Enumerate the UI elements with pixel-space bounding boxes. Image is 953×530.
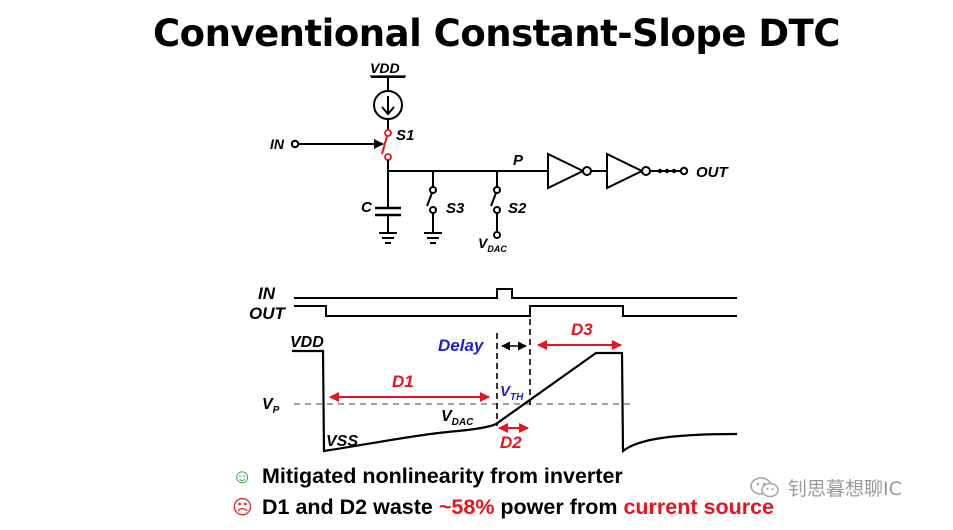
bullet-drawback-percent: ~58%: [438, 495, 495, 519]
d1-label: D1: [392, 372, 414, 391]
ellipsis-dots: [657, 168, 677, 174]
wechat-icon: [750, 476, 780, 500]
in-terminal: [290, 139, 300, 149]
label-in: IN: [270, 136, 285, 152]
ground-icon: [379, 232, 397, 244]
label-s3: S3: [446, 200, 465, 217]
bullet-drawback-source: current source: [623, 495, 775, 519]
out-waveform: [294, 305, 737, 317]
label-out: OUT: [696, 164, 730, 181]
bullet-drawback-text-2: power from: [494, 495, 624, 519]
switch-s1-icon: [381, 129, 392, 161]
label-s2: S2: [508, 200, 527, 217]
switch-s3-icon: [426, 186, 437, 214]
ground-icon: [424, 232, 442, 244]
wave-label-vss: VSS: [326, 433, 358, 450]
in-waveform: [294, 288, 737, 299]
smile-face-icon: ☺: [232, 466, 253, 488]
watermark: 钊思暮想聊IC: [750, 474, 902, 501]
node-p-waveform: [292, 349, 738, 454]
bullet-drawback-text-1: D1 and D2 waste: [262, 495, 439, 519]
d3-label: D3: [571, 320, 593, 339]
wave-label-vdd: VDD: [290, 334, 324, 351]
watermark-text: 钊思暮想聊IC: [788, 478, 902, 500]
wave-label-out: OUT: [249, 304, 287, 323]
switch-s2-icon: [490, 186, 501, 214]
wave-label-in: IN: [258, 284, 276, 303]
inverter-2-icon: [606, 152, 651, 190]
slide-title: Conventional Constant-Slope DTC: [153, 12, 840, 55]
wave-label-vth: VTH: [500, 383, 524, 403]
label-s1: S1: [396, 127, 414, 144]
wave-label-vdac: VDAC: [441, 408, 474, 428]
label-vdd: VDD: [370, 60, 400, 76]
out-terminal: [679, 166, 689, 176]
vdac-terminal: [493, 231, 501, 239]
inverter-1-icon: [547, 152, 592, 190]
label-vdac-schematic: VDAC: [478, 235, 507, 254]
delay-label: Delay: [438, 336, 485, 355]
bullet-drawback: ☹ D1 and D2 waste ~58% power from current…: [232, 495, 774, 520]
bullet-advantage: ☺ Mitigated nonlinearity from inverter: [232, 464, 623, 489]
schematic: [290, 76, 689, 244]
bullet-advantage-text: Mitigated nonlinearity from inverter: [262, 464, 623, 488]
frown-face-icon: ☹: [232, 497, 253, 519]
label-p: P: [513, 152, 524, 169]
wave-label-vp: VP: [262, 396, 280, 416]
capacitor-icon: [375, 206, 401, 217]
d2-label: D2: [500, 433, 522, 452]
label-c: C: [361, 199, 373, 216]
current-source-icon: [373, 90, 403, 120]
